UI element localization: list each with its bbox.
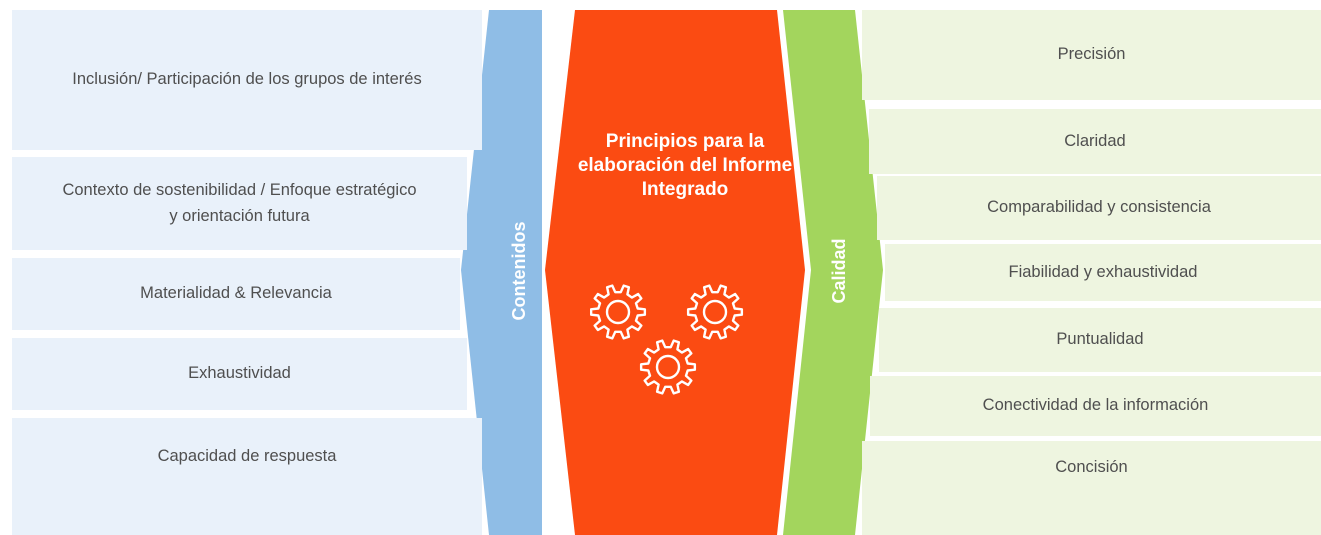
calidad-band [783, 10, 883, 535]
right-item-5: Puntualidad [879, 308, 1321, 372]
left-item-4: Exhaustividad [12, 338, 467, 410]
right-item-7: Concisión [862, 441, 1321, 535]
center-hexagon [545, 10, 805, 535]
right-item-1: Precisión [862, 10, 1321, 100]
right-item-4: Fiabilidad y exhaustividad [885, 244, 1321, 301]
gear-icon [639, 339, 697, 395]
left-item-2: Contexto de sostenibilidad / Enfoque est… [12, 157, 467, 250]
gear-icon [590, 284, 647, 340]
right-item-6: Conectividad de la información [870, 376, 1321, 436]
right-item-2: Claridad [869, 109, 1321, 174]
contenidos-label: Contenidos [509, 221, 529, 321]
left-item-5: Capacidad de respuesta [12, 418, 482, 535]
gears-illustration [590, 284, 744, 395]
calidad-label: Calidad [829, 238, 849, 304]
right-item-3: Comparabilidad y consistencia [877, 176, 1321, 240]
left-item-1: Inclusión/ Participación de los grupos d… [12, 10, 482, 150]
center-title: Principios para la elaboración del Infor… [577, 131, 793, 201]
gear-icon [686, 284, 744, 340]
left-item-3: Materialidad & Relevancia [12, 258, 460, 330]
